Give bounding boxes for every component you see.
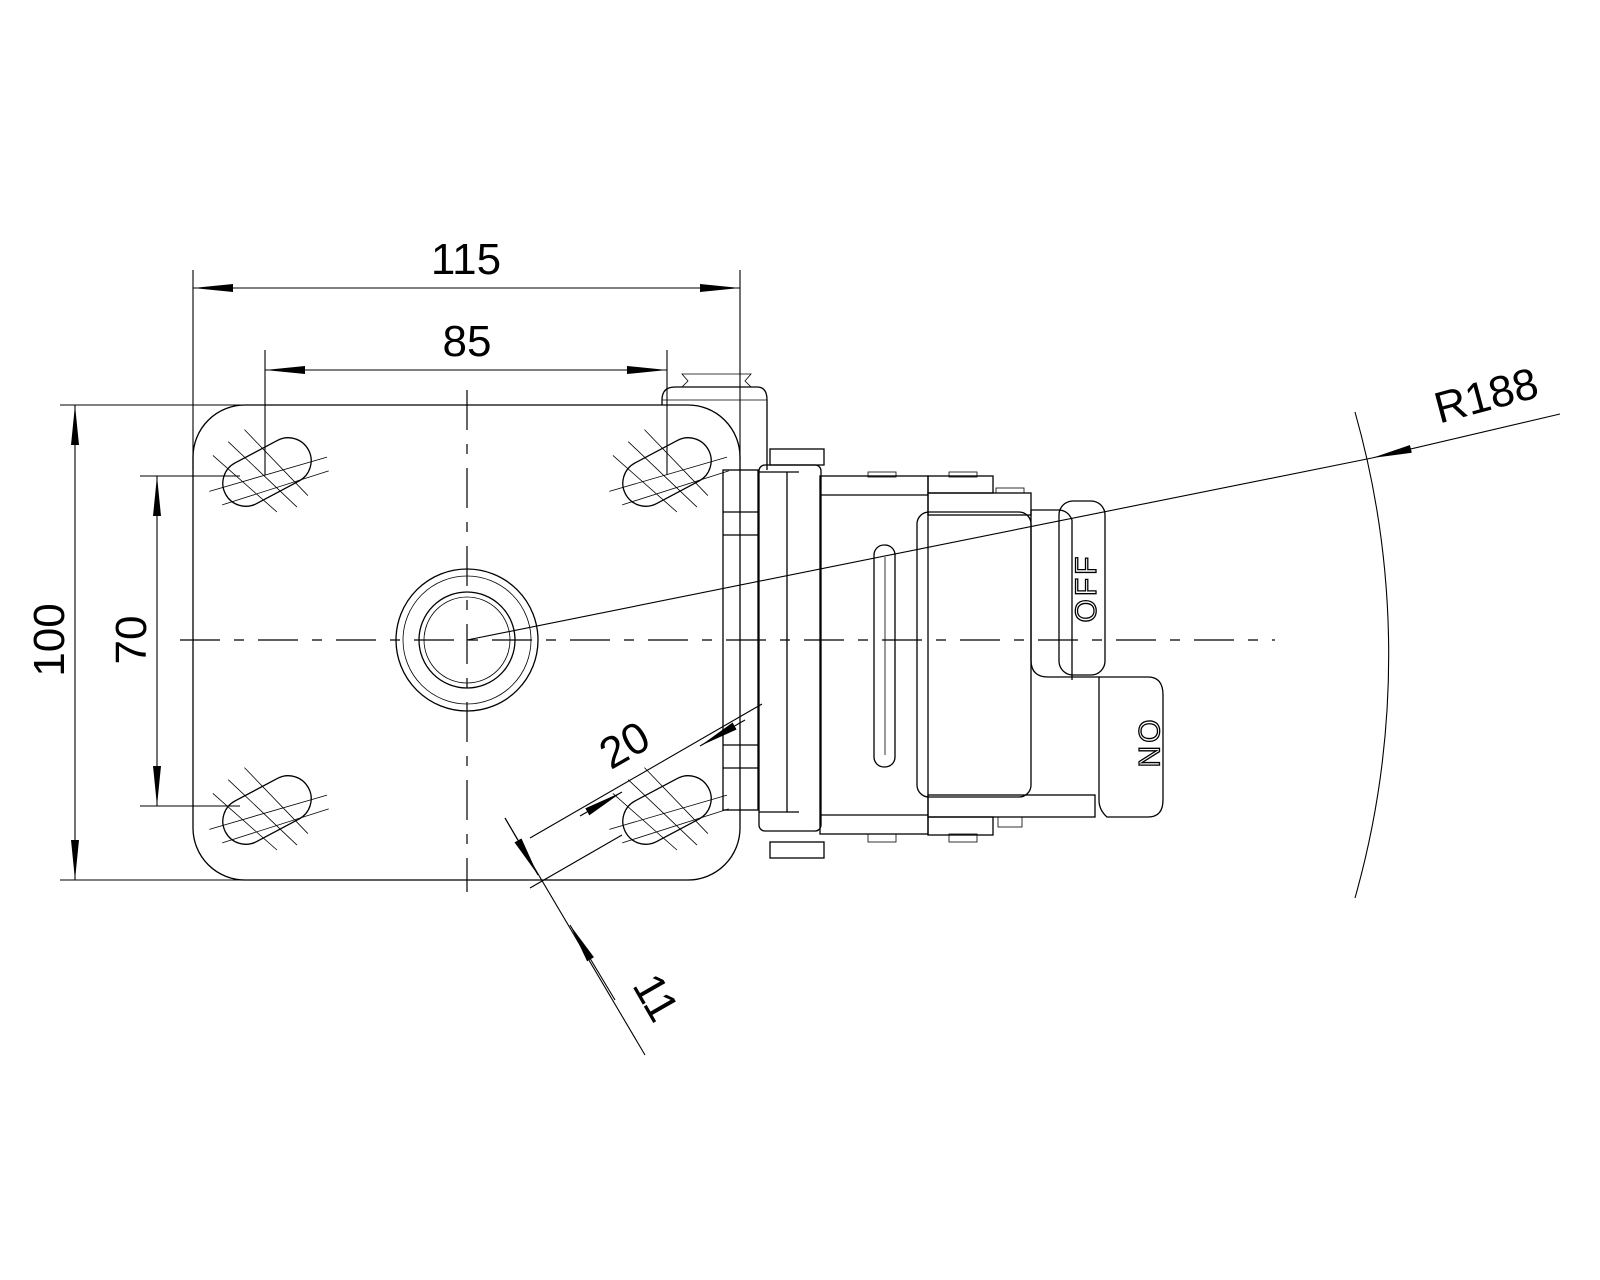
dimension-11-text: 11: [623, 966, 688, 1030]
off-label: OFF: [1070, 554, 1103, 623]
dimension-overall-width: 115: [192, 235, 741, 470]
mounting-slot: [209, 429, 329, 513]
dimension-slot-length: 20: [529, 703, 763, 839]
brake-mechanism: OFF ON: [661, 373, 1166, 859]
center-lines: [180, 390, 1275, 892]
dimension-85-text: 85: [443, 317, 492, 366]
dimension-20-text: 20: [591, 712, 658, 779]
off-pedal: OFF: [1030, 500, 1106, 680]
dimension-slot-width: 11: [504, 817, 688, 1056]
on-label: ON: [1132, 720, 1165, 771]
dimension-hole-spacing-x: 85: [264, 317, 668, 475]
dimension-115-text: 115: [431, 235, 501, 284]
mounting-slot: [209, 767, 329, 851]
mounting-plate: [192, 404, 741, 881]
dimension-70-text: 70: [107, 616, 156, 665]
dimension-100-text: 100: [25, 603, 74, 676]
mounting-slot: [609, 767, 729, 851]
on-pedal: ON: [1098, 676, 1166, 818]
dimension-hole-spacing-y: 70: [107, 475, 240, 807]
dimension-overall-height: 100: [25, 404, 245, 881]
mounting-slot: [609, 429, 729, 513]
